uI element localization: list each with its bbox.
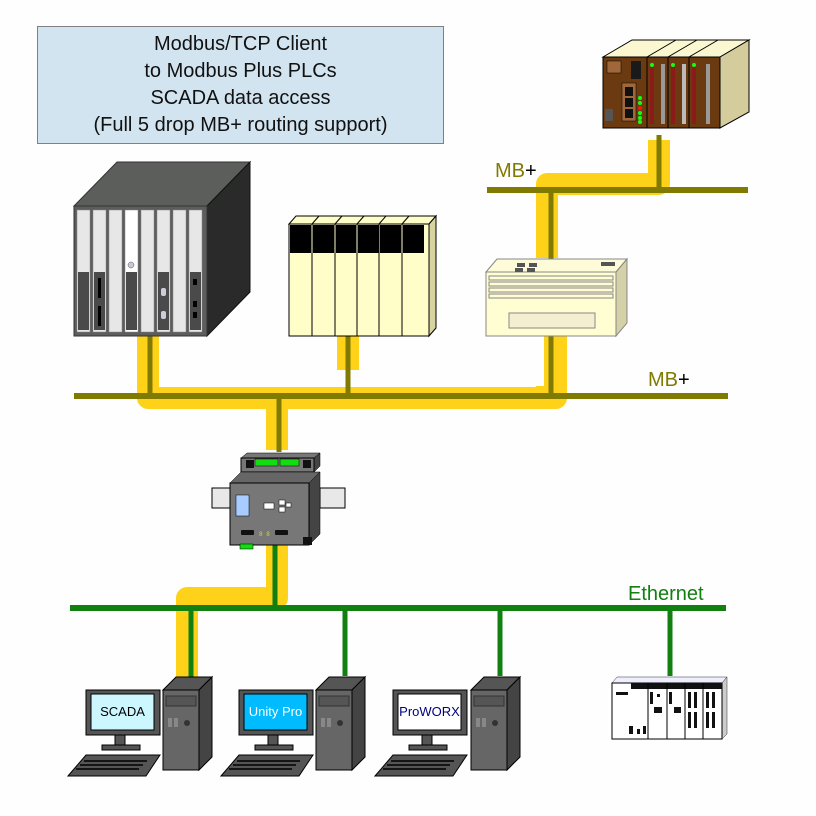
mbplus-lower-label: MB+ bbox=[648, 369, 690, 391]
ethernet-label: Ethernet bbox=[628, 583, 704, 605]
title-box: Modbus/TCP Client to Modbus Plus PLCs SC… bbox=[37, 26, 444, 144]
plc-top-right[interactable] bbox=[601, 39, 751, 129]
screen-label-proworx: ProWORX bbox=[399, 704, 460, 719]
plc-ethernet[interactable] bbox=[611, 676, 728, 740]
ethernet-network bbox=[70, 545, 726, 678]
plc-large-rack[interactable] bbox=[72, 160, 252, 338]
screen-label-unity-pro: Unity Pro bbox=[248, 704, 303, 719]
title-line: Modbus/TCP Client bbox=[153, 33, 328, 55]
route-gap-left bbox=[160, 336, 336, 386]
mbplus-network-lower bbox=[74, 334, 728, 452]
title-line: SCADA data access bbox=[150, 87, 331, 109]
route-gap-right bbox=[360, 336, 544, 386]
screen-label-scada: SCADA bbox=[100, 704, 145, 719]
workstation-scada[interactable] bbox=[66, 675, 214, 777]
gateway-device[interactable]: 8 8 bbox=[211, 452, 346, 550]
mbplus-network-upper bbox=[487, 135, 748, 260]
workstation-proworx[interactable] bbox=[373, 675, 522, 777]
route-top-plc-to-bridge bbox=[536, 140, 670, 258]
bridge-cream[interactable] bbox=[484, 257, 629, 338]
plc-cream-rack[interactable] bbox=[287, 214, 438, 338]
workstation-unity-pro[interactable] bbox=[219, 675, 367, 777]
svg-text:8 8: 8 8 bbox=[259, 531, 270, 538]
screen bbox=[90, 693, 155, 731]
title-line: (Full 5 drop MB+ routing support) bbox=[93, 114, 388, 136]
title-line: to Modbus Plus PLCs bbox=[144, 60, 337, 82]
mbplus-upper-label: MB+ bbox=[495, 160, 537, 182]
route-gateway-to-scada bbox=[176, 545, 288, 678]
